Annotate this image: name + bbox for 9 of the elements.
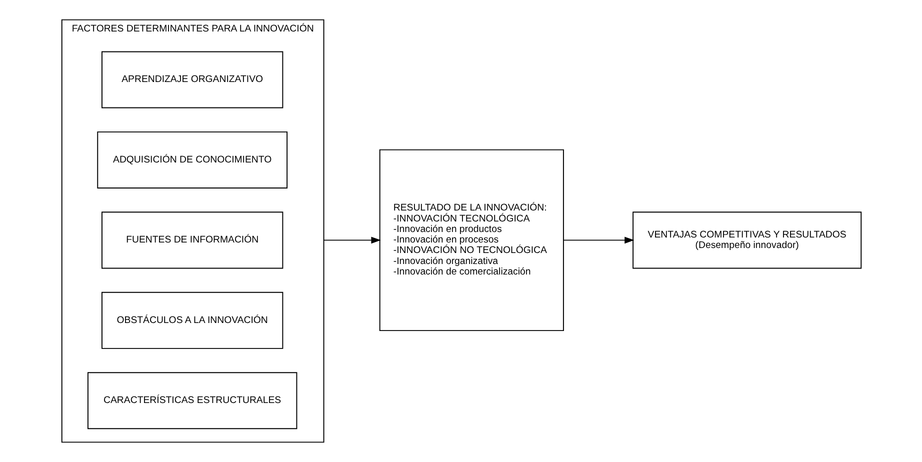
node-box: FUENTES DE INFORMACIÓN xyxy=(101,212,283,269)
node-box: CARACTERÍSTICAS ESTRUCTURALES xyxy=(86,372,297,430)
node-box: OBSTÁCULOS A LA INNOVACIÓN xyxy=(101,292,283,349)
node-box: APRENDIZAJE ORGANIZATIVO xyxy=(101,51,283,108)
node-box: ADQUISICIÓN DE CONOCIMIENTO xyxy=(96,131,288,188)
node-box: VENTAJAS COMPETITIVAS Y RESULTADOS (Desempeño innovador) xyxy=(632,212,862,269)
arrow xyxy=(322,236,380,244)
arrow xyxy=(562,236,634,244)
node-box: RESULTADO DE LA INNOVACIÓN: -INNOVACIÓN TECNOLÓGICA -Innovación en productos -Innovación en procesos -INNOVACIÓN NO TECNOLÓGICA -Innovación organizativa -Innovación de comercialización xyxy=(378,149,564,332)
